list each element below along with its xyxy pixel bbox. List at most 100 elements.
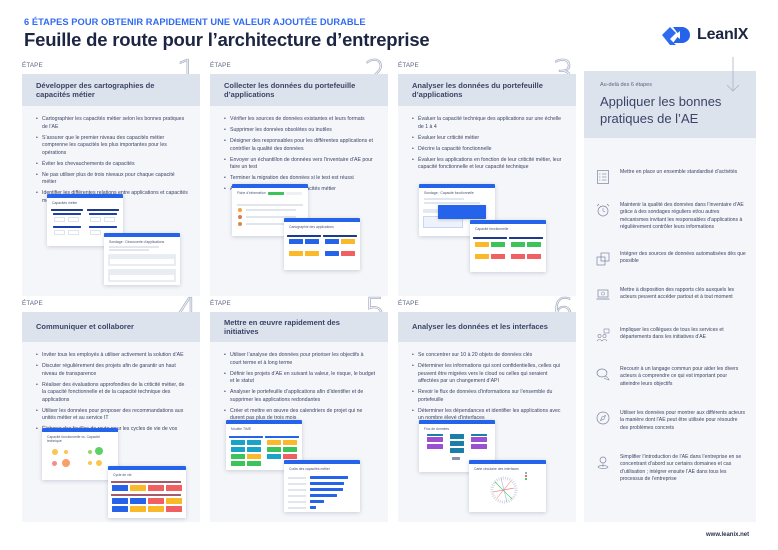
- step-header: Communiquer et collaborer: [22, 312, 200, 342]
- speech-bubbles-icon: [596, 368, 610, 381]
- step-title: Développer des cartographies de capacité…: [36, 80, 155, 99]
- integration-icon: [596, 252, 610, 266]
- best-practices-kicker: Au-delà des 6 étapes: [600, 82, 652, 88]
- arrow-down-icon: [726, 57, 740, 92]
- step-header: Mettre en œuvre rapidement des initiativ…: [210, 312, 388, 342]
- bullet-item: Évaluer leur criticité métier: [412, 135, 564, 143]
- step-label: ÉTAPE: [398, 62, 419, 69]
- bullet-item: Créer et mettre en œuvre des calendriers…: [224, 408, 376, 423]
- best-practices-title: Appliquer les bonnes pratiques de l’AE: [600, 94, 722, 126]
- tip-text: Simplifier l’introduction de l’AE dans l…: [620, 454, 742, 483]
- step-header: Analyser les données et les interfaces: [398, 312, 576, 342]
- step-label: ÉTAPE: [22, 62, 43, 69]
- step-label: ÉTAPE: [210, 300, 231, 307]
- bullet-item: Utiliser l’analyse des données pour prio…: [224, 352, 376, 367]
- leanix-logo-icon: [662, 27, 690, 45]
- bullet-item: Ne pas utiliser plus de trois niveaux po…: [36, 172, 188, 187]
- best-practices-panel: Au-delà des 6 étapes Appliquer les bonne…: [584, 57, 756, 522]
- screenshot-mockup: Modèle TIME Coûts des capacités métier: [210, 410, 388, 525]
- bullet-item: Désigner des responsables pour les diffé…: [224, 138, 376, 153]
- mock-window-title: Cartographie des applications: [289, 225, 334, 229]
- page-kicker: 6 ÉTAPES POUR OBTENIR RAPIDEMENT UNE VAL…: [24, 17, 366, 27]
- mock-window-circular-map: Carte circulaire des interfaces: [469, 460, 546, 512]
- bullet-item: Supprimer les données obsolètes ou inuti…: [224, 127, 376, 135]
- step-title: Mettre en œuvre rapidement des initiativ…: [224, 317, 340, 336]
- tip-item: Simplifier l’introduction de l’AE dans l…: [596, 454, 746, 484]
- step-card-5: ÉTAPE 5 Mettre en œuvre rapidement des i…: [210, 294, 388, 522]
- best-practices-list: Mettre en place un ensemble standardisé …: [584, 138, 756, 522]
- screenshot-mockup: Capacité fonctionnelle vs. Capacité tech…: [22, 426, 200, 526]
- step-card-4: ÉTAPE 4 Communiquer et collaborer Invite…: [22, 294, 200, 522]
- mock-window-title: Fiche d’information: [237, 191, 266, 195]
- step-label: ÉTAPE: [398, 300, 419, 307]
- tip-text: Utiliser les données pour montrer aux di…: [620, 410, 746, 431]
- tip-item: Recourir à un langage commun pour aider …: [596, 366, 746, 388]
- bullet-item: Cartographier les capacités métier selon…: [36, 116, 188, 131]
- tip-text: Mettre en place un ensemble standardisé …: [620, 169, 738, 175]
- mock-window-bubble-chart: Capacité fonctionnelle vs. Capacité tech…: [42, 428, 118, 480]
- mock-window-app-map: Cartographie des applications: [284, 218, 360, 270]
- laptop-report-icon: [596, 289, 610, 300]
- location-pin-icon: [597, 456, 609, 469]
- bullet-item: Évaluer les applications en fonction de …: [412, 157, 564, 172]
- bullet-item: Déterminer les dépendances et identifier…: [412, 408, 564, 423]
- step-title: Communiquer et collaborer: [36, 322, 134, 332]
- step-card-6: ÉTAPE 6 Analyser les données et les inte…: [398, 294, 576, 522]
- bullet-item: Réaliser des évaluations approfondies de…: [36, 382, 188, 405]
- bullet-item: Analyser le portefeuille d’applications …: [224, 389, 376, 404]
- bullet-item: Éviter les chevauchements de capacités: [36, 161, 188, 169]
- mock-window-functional-fit: Capacité fonctionnelle: [470, 220, 546, 272]
- mock-window-title: Capacités métier: [52, 201, 78, 205]
- footer-url-link[interactable]: www.leanix.net: [706, 532, 750, 538]
- bullet-item: S’assurer que le premier niveau des capa…: [36, 135, 188, 158]
- step-header: Collecter les données du portefeuille d’…: [210, 74, 388, 106]
- mock-window-survey: Sondage : Découverte d’applications: [104, 233, 180, 285]
- best-practices-header: Au-delà des 6 étapes Appliquer les bonne…: [584, 71, 756, 138]
- step-header: Analyser les données du portefeuille d’a…: [398, 74, 576, 106]
- mock-window-capability-costs: Coûts des capacités métier: [284, 460, 360, 512]
- leanix-logo[interactable]: LeanIX: [662, 25, 748, 45]
- step-bullets: Utiliser l’analyse des données pour prio…: [224, 352, 376, 423]
- bullet-item: Déterminer les informations qui sont con…: [412, 363, 564, 386]
- step-card-3: ÉTAPE 3 Analyser les données du portefeu…: [398, 56, 576, 296]
- mock-window-title: Flux de données: [424, 427, 450, 431]
- tip-text: Recourir à un langage commun pour aider …: [620, 366, 739, 387]
- checklist-icon: [597, 170, 609, 184]
- step-bullets: Se concentrer sur 10 à 20 objets de donn…: [412, 352, 564, 423]
- circular-chart-graphic: [490, 476, 518, 504]
- bullet-item: Définir les projets d’AE en suivant la v…: [224, 371, 376, 386]
- step-label: ÉTAPE: [22, 300, 43, 307]
- tip-text: Mettre à disposition des rapports clés a…: [620, 287, 735, 301]
- tip-item: Mettre en place un ensemble standardisé …: [596, 169, 746, 184]
- bullet-item: Vérifier les sources de données existant…: [224, 116, 376, 124]
- mock-window-title: Capacité fonctionnelle vs. Capacité tech…: [47, 435, 100, 443]
- screenshot-mockup: Flux de données Carte circulaire des int…: [398, 410, 576, 525]
- bullet-item: Terminer la migration des données si le …: [224, 175, 376, 183]
- bullet-item: Utiliser les données pour proposer des r…: [36, 408, 188, 423]
- step-title: Collecter les données du portefeuille d’…: [224, 80, 356, 99]
- mock-window-lifecycle: Cycle de vie: [108, 466, 186, 518]
- logo-text: LeanIX: [697, 26, 749, 43]
- step-title: Analyser les données du portefeuille d’a…: [412, 80, 543, 99]
- compass-icon: [596, 411, 610, 425]
- bullet-item: Discuter régulièrement des projets afin …: [36, 363, 188, 378]
- tip-item: Impliquer les collègues de tous les serv…: [596, 327, 746, 342]
- step-bullets: Évaluer la capacité technique des applic…: [412, 116, 564, 172]
- bullet-item: Se concentrer sur 10 à 20 objets de donn…: [412, 352, 564, 360]
- step-label: ÉTAPE: [210, 62, 231, 69]
- tip-item: Maintenir la qualité des données dans l’…: [596, 202, 746, 232]
- mock-window-title: Modèle TIME: [231, 427, 252, 431]
- mock-window-title: Coûts des capacités métier: [289, 467, 330, 471]
- mock-window-title: Capacité fonctionnelle: [475, 227, 509, 231]
- tip-item: Utiliser les données pour montrer aux di…: [596, 410, 746, 432]
- screenshot-mockup: Capacités métier Sondage : Découverte d’…: [22, 188, 200, 288]
- step-card-1: ÉTAPE 1 Développer des cartographies de …: [22, 56, 200, 296]
- mock-window-title: Sondage : Capacité fonctionnelle: [424, 191, 474, 195]
- screenshot-mockup: Sondage : Capacité fonctionnelle Capacit…: [398, 178, 576, 278]
- step-header: Développer des cartographies de capacité…: [22, 74, 200, 106]
- tip-text: Impliquer les collègues de tous les serv…: [620, 327, 724, 341]
- alarm-clock-icon: [596, 203, 610, 217]
- tip-item: Intégrer des sources de données automati…: [596, 251, 746, 266]
- bullet-item: Évaluer la capacité technique des applic…: [412, 116, 564, 131]
- mock-window-title: Sondage : Découverte d’applications: [109, 240, 165, 244]
